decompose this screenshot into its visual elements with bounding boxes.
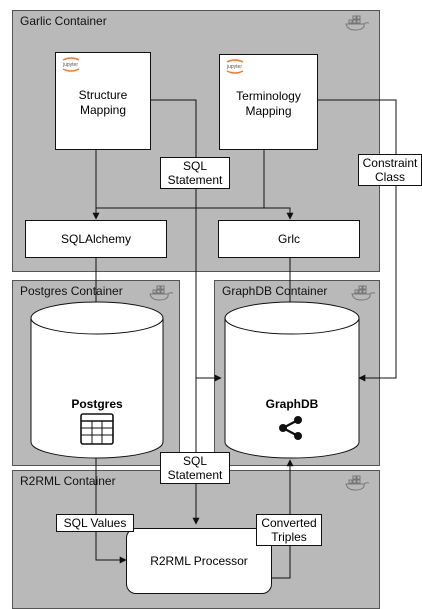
sqlalchemy-box: SQLAlchemy (25, 220, 167, 258)
structure-mapping-notebook: jupyter Structure Mapping (55, 52, 151, 150)
terminology-mapping-label: Terminology Mapping (236, 89, 301, 118)
sql-values-label: SQL Values (56, 514, 134, 532)
jupyter-icon: jupyter (226, 59, 244, 74)
postgres-db-label: Postgres (71, 397, 123, 411)
r2rml-processor-box: R2RML Processor (126, 528, 272, 594)
graphdb-db-label: GraphDB (265, 397, 319, 411)
docker-whale-icon (345, 475, 370, 491)
postgres-database (30, 301, 164, 459)
docker-whale-icon (345, 15, 370, 31)
jupyter-icon: jupyter (62, 57, 80, 72)
sql-statement-label-top: SQL Statement (160, 157, 230, 189)
postgres-container-title: Postgres Container (20, 284, 123, 298)
sql-statement-label-bottom: SQL Statement (160, 452, 230, 484)
constraint-class-label: Constraint Class (358, 154, 422, 186)
grlc-label: Grlc (278, 231, 300, 246)
structure-mapping-label: Structure Mapping (78, 88, 128, 117)
svg-text:jupyter: jupyter (62, 62, 78, 68)
graphdb-database (224, 301, 360, 459)
converted-triples-label: Converted Triples (256, 514, 322, 546)
svg-text:jupyter: jupyter (226, 64, 242, 70)
terminology-mapping-notebook: jupyter Terminology Mapping (219, 54, 318, 150)
graph-share-icon (279, 416, 302, 440)
table-icon (80, 413, 114, 445)
garlic-container-title: Garlic Container (20, 14, 107, 28)
docker-whale-icon (149, 285, 174, 301)
grlc-box: Grlc (218, 220, 360, 258)
sqlalchemy-label: SQLAlchemy (60, 231, 132, 246)
graphdb-container-title: GraphDB Container (222, 284, 328, 298)
docker-whale-icon (351, 285, 376, 301)
r2rml-container-title: R2RML Container (20, 474, 116, 488)
r2rml-processor-label: R2RML Processor (150, 553, 248, 568)
